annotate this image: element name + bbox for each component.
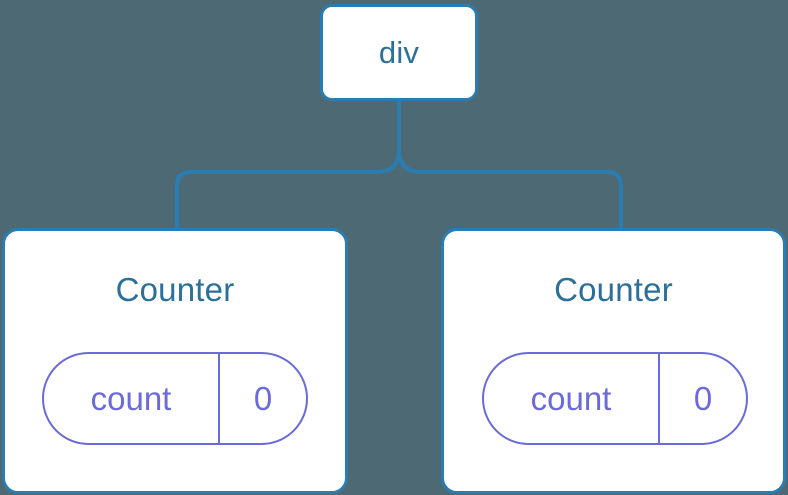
state-pill-counter-right[interactable]: count 0 [482,352,748,445]
state-value-count-left: 0 [253,380,273,417]
node-div[interactable]: div [320,4,478,101]
state-pill-counter-left[interactable]: count 0 [42,352,308,445]
edge-to-right-child [397,149,623,228]
state-value-count-right: 0 [693,380,713,417]
edge-to-left-child [175,149,401,228]
node-counter-left-label: Counter [115,271,235,308]
node-counter-right-label: Counter [554,271,673,308]
node-div-label: div [378,35,420,70]
state-key-count-left: count [44,354,220,443]
state-key-count-right: count [484,354,660,443]
